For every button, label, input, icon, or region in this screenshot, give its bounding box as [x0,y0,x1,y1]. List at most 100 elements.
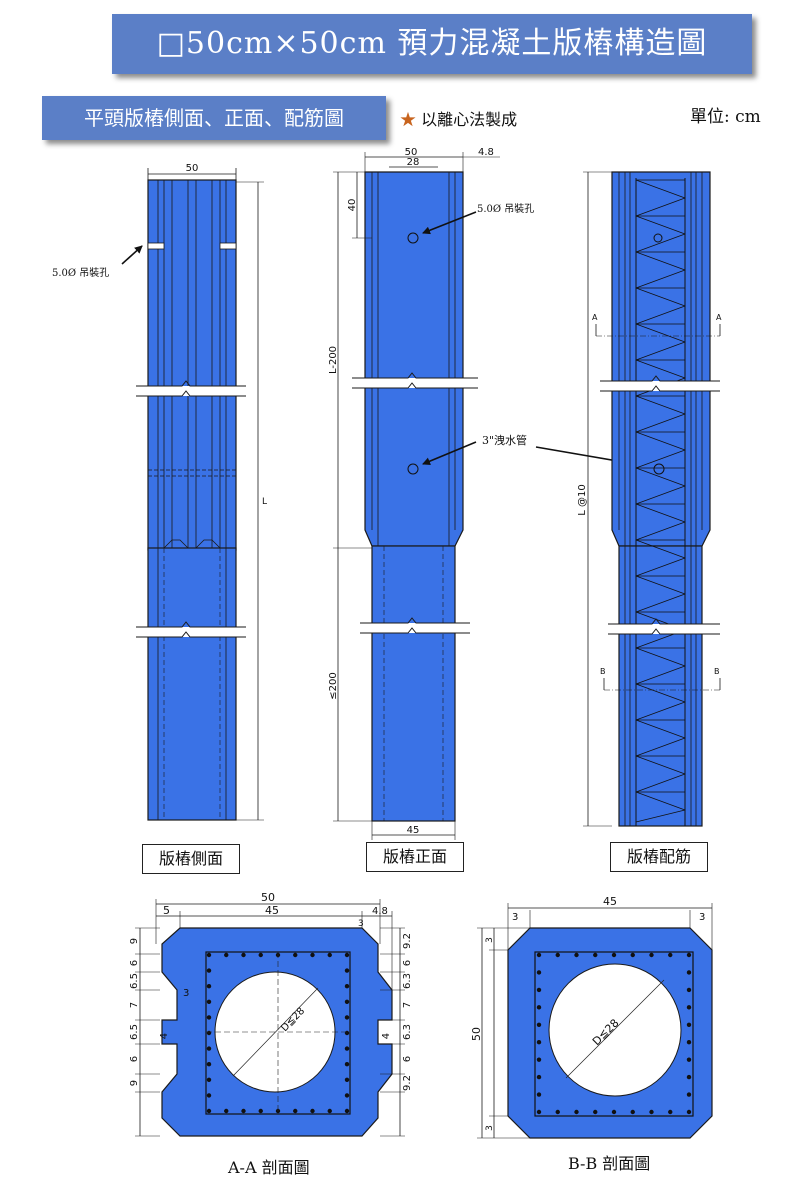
section-aa-right-dim: 6 [402,1056,413,1062]
rebar-dot [611,1109,617,1115]
rebar-dot [668,952,673,958]
section-aa-right-dim: 9.2 [402,1075,413,1091]
section-aa: D≦28 50 5 45 4.8 3 966.576.569 9.266.376… [129,891,413,1137]
front-drain-label: 3"洩水管 [482,433,527,447]
section-aa-groove-depth: 4 [159,1033,170,1039]
rebar-dot [630,1109,635,1115]
rebar-dot [536,1057,542,1062]
front-dim-le200: ≤200 [328,672,339,699]
rebar-dot [649,952,654,958]
section-aa-groove-left: 3 [183,988,189,999]
rebar-dot [536,1109,542,1115]
front-hole-label: 5.0Ø 吊裝孔 [477,202,534,215]
rebar-sec-b-left: B [600,667,606,676]
rebar-dot [258,952,263,958]
section-aa-right-dims: 9.266.376.369.2 [380,927,413,1137]
section-aa-groove-right: 4 [381,1033,392,1039]
rebar-dot [630,952,635,958]
rebar-dot [344,952,350,958]
rebar-dot [536,1040,542,1045]
front-pile-upper [364,171,464,547]
unit-label: 單位: cm [690,107,761,127]
rebar-dot [686,952,692,958]
section-aa-left-dim: 6 [129,1056,140,1062]
rebar-dot [536,1074,542,1080]
rebar-dot [536,970,542,975]
rebar-dot [258,1108,263,1114]
rebar-dot [310,952,315,958]
front-dim-top: 50 [405,147,418,158]
caption-side-view: 版樁側面 [142,844,240,874]
star-icon: ★ [400,110,417,129]
section-aa-rebar [206,952,350,1114]
rebar-dot [224,952,229,958]
rebar-dot [686,1092,692,1097]
front-dim-l200: L-200 [328,346,339,374]
rebar-dot [686,1057,692,1062]
side-hoist-hole-right [219,242,237,250]
page-title: □50cm×50cm 預力混凝土版樁構造圖 [112,14,752,74]
side-dim-length: L [262,497,267,507]
section-bb-dim-corner-t: 3 [485,937,495,943]
section-bb-hollow [548,963,682,1097]
side-view: 50 L 5.0Ø 吊裝孔 [52,163,267,821]
rebar-dot [686,970,692,975]
rebar-dot [574,1109,579,1115]
rebar-dot [206,1062,212,1067]
front-dim-inner: 28 [407,157,420,168]
rebar-dot [536,952,542,958]
rebar-dot [344,1093,350,1098]
front-dim-bottom: 45 [407,825,420,836]
rebar-spiral-line [635,179,686,823]
side-pile-lower [147,547,237,821]
section-aa-right-dim: 6.3 [402,973,413,989]
rebar-dot [555,1109,560,1115]
rebar-dot [344,1062,350,1067]
rebar-dim-length: L @10 [577,484,588,515]
section-aa-left-dim: 9 [129,1080,140,1086]
rebar-dot [593,1109,598,1115]
section-aa-right-dim: 6 [402,960,413,966]
rebar-dot [344,1015,350,1020]
rebar-dot [310,1108,315,1114]
section-aa-left-dim: 6.5 [129,1024,140,1040]
caption-rebar-view: 版樁配筋 [610,842,708,872]
section-aa-dim-mid: 45 [265,904,279,917]
front-drain-pipe [407,463,419,475]
rebar-dot [206,1015,212,1020]
section-aa-dim-notch: 3 [358,919,364,929]
rebar-dot [206,1077,212,1083]
rebar-dot [649,1109,654,1115]
rebar-dot [293,1108,298,1114]
caption-front-view: 版樁正面 [366,842,464,872]
rebar-pile-lower [618,545,703,827]
side-hoist-hole-left [147,242,165,250]
section-aa-left-dim: 9 [129,938,140,944]
rebar-dot [686,1005,692,1010]
side-hole-label: 5.0Ø 吊裝孔 [52,266,109,279]
section-aa-right-dim: 7 [402,1002,413,1008]
rebar-dot [555,952,560,958]
rebar-dot [344,984,350,989]
section-bb-dim-corner-r: 3 [699,912,705,923]
front-pile-lower [371,545,456,822]
section-bb: D≦28 45 3 3 50 3 3 [470,895,713,1139]
rebar-dot [206,1046,212,1051]
caption-section-aa: A-A 剖面圖 [228,1158,310,1177]
rebar-dot [686,1040,692,1045]
section-aa-dim-top: 50 [261,891,275,904]
rebar-dot [686,1074,692,1080]
section-aa-right-dim: 9.2 [402,933,413,949]
rebar-dot [206,952,212,958]
rebar-dot [611,952,617,958]
rebar-pile-upper [611,171,711,547]
rebar-dot [241,952,246,958]
section-aa-dim-left: 5 [163,904,170,917]
front-hoist-hole [407,232,419,244]
rebar-dot [668,1109,673,1115]
rebar-dot [536,1005,542,1010]
caption-section-bb: B-B 剖面圖 [568,1154,651,1173]
rebar-dot [224,1108,229,1114]
section-aa-left-dims: 966.576.569 [129,927,160,1137]
section-aa-left-dim: 6.5 [129,973,140,989]
